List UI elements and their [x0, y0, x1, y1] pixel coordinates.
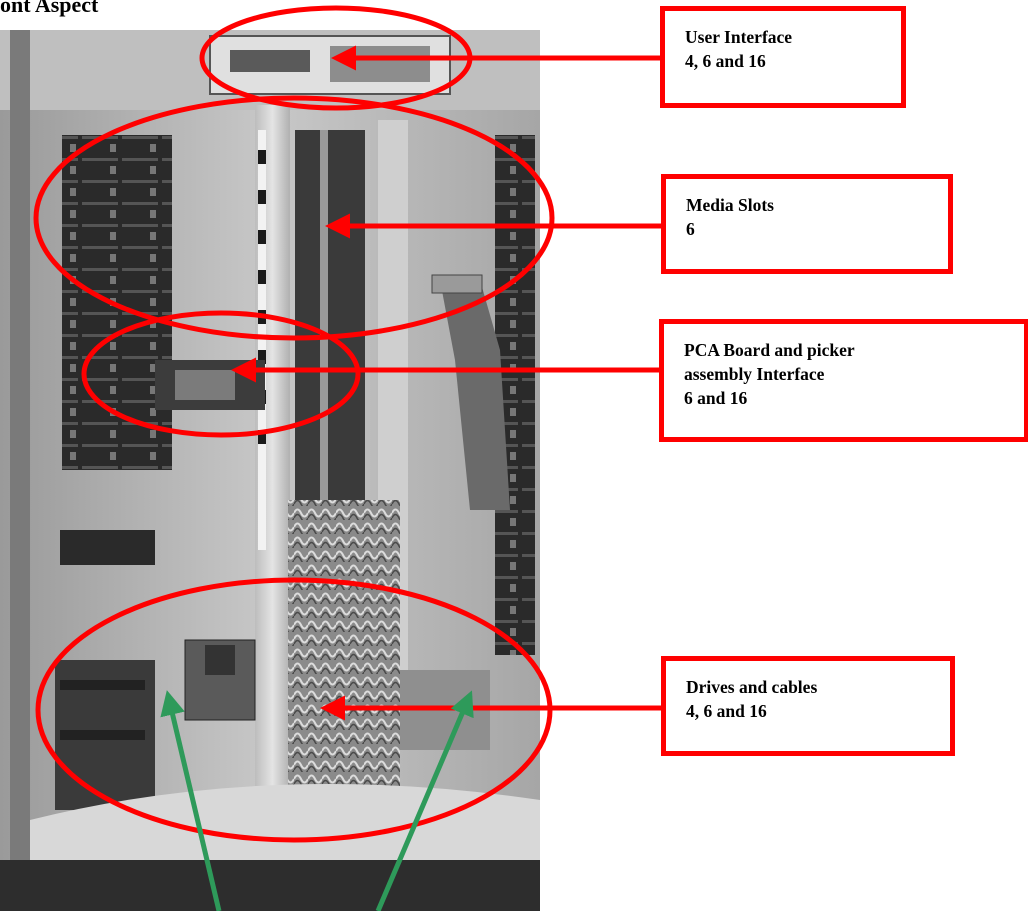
- callout-label: Media Slots: [686, 195, 774, 215]
- callout-pca-board: PCA Board and picker assembly Interface …: [659, 319, 1028, 442]
- callout-sublabel: 4, 6 and 16: [686, 701, 767, 721]
- callout-user-interface: User Interface 4, 6 and 16: [660, 6, 906, 108]
- callout-sublabel: 6 and 16: [684, 388, 748, 408]
- callout-label: User Interface: [685, 27, 793, 47]
- callout-label: PCA Board and picker: [684, 340, 855, 360]
- callout-sublabel: 4, 6 and 16: [685, 51, 766, 71]
- callout-sublabel: 6: [686, 219, 695, 239]
- library-cabinet-photo: [0, 30, 540, 911]
- callout-label: assembly Interface: [684, 364, 825, 384]
- callout-media-slots: Media Slots 6: [661, 174, 953, 274]
- callout-drives-cables: Drives and cables 4, 6 and 16: [661, 656, 955, 756]
- page-title: ont Aspect: [0, 0, 99, 17]
- callout-label: Drives and cables: [686, 677, 818, 697]
